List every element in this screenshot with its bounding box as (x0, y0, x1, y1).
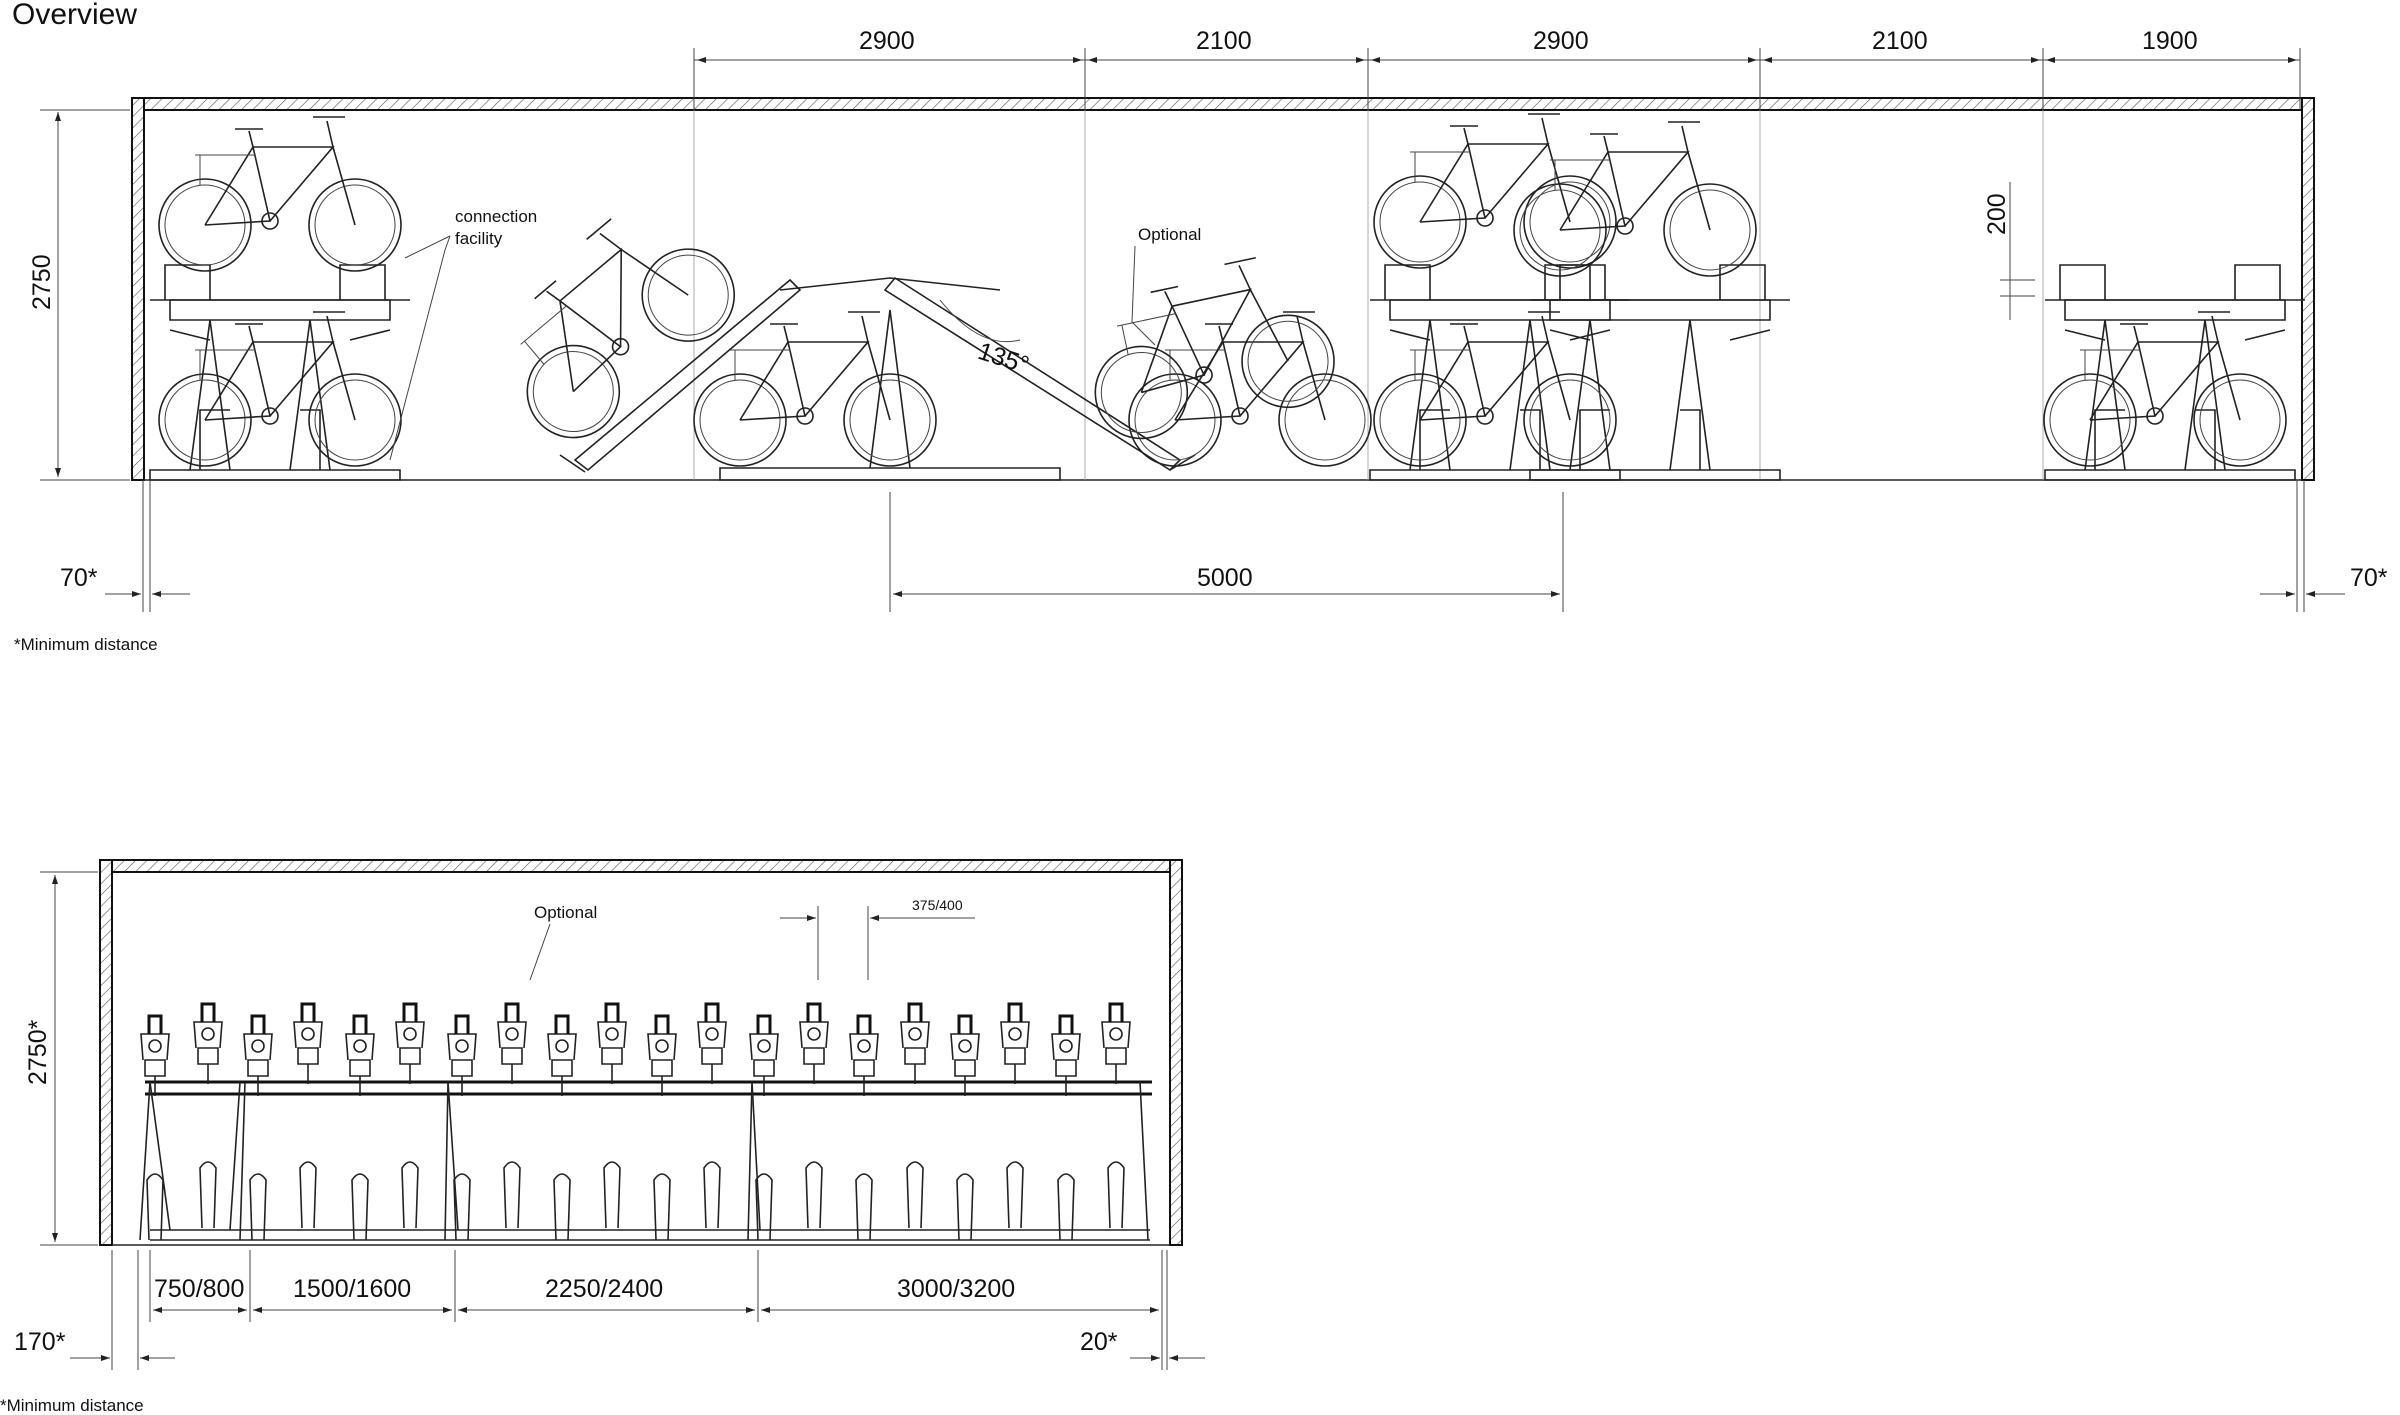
length-dim-1: 750/800 (154, 1275, 244, 1303)
left-min-dim-bottom: 170* (14, 1328, 66, 1356)
ceiling-hatch (139, 97, 2305, 111)
callout-connection-facility-line2: facility (455, 229, 503, 248)
span-dim-1: 2900 (859, 27, 915, 55)
rack-center-tilted: 135° (559, 276, 1196, 481)
span-dim-3: 2900 (1533, 27, 1589, 55)
span-dimension-chain (693, 48, 2301, 110)
left-min-dim: 70* (60, 564, 98, 592)
callout-optional-top: Optional (1138, 225, 1201, 244)
callout-optional-leader-top (1131, 245, 1156, 346)
side-view-section: 135° connection facility Optional (14, 27, 2388, 654)
rack-right (2044, 264, 2306, 481)
rack-center-right (1369, 264, 1631, 481)
span-dim-4: 2100 (1872, 27, 1928, 55)
right-min-dim: 70* (2350, 564, 2388, 592)
length-dim-2: 1500/1600 (293, 1275, 411, 1303)
height-dim-bottom: 2750* (24, 1019, 52, 1085)
callout-optional-bottom: Optional (534, 903, 597, 922)
height-dim: 2750 (28, 254, 56, 310)
rack-frame-front (139, 1080, 1152, 1241)
footnote-bottom: *Minimum distance (0, 1396, 144, 1415)
left-wall (131, 97, 145, 481)
rack-left (149, 264, 411, 481)
ceiling-hatch-bottom (99, 859, 1183, 873)
length-dimension-chain (149, 1250, 1168, 1370)
left-wall-bottom (99, 859, 113, 1246)
callout-connection-leader (389, 235, 451, 461)
angle-label: 135° (975, 337, 1033, 380)
span-dim-2: 2100 (1196, 27, 1252, 55)
front-view-section: Optional 375/400 2750* 750/800 1500/1600… (0, 859, 1205, 1415)
rack-center-right-2 (1529, 264, 1791, 481)
right-min-dim-bottom: 20* (1080, 1328, 1118, 1356)
callout-connection-facility-line1: connection (455, 207, 537, 226)
right-wall (2301, 97, 2315, 481)
span-dim-5: 1900 (2142, 27, 2198, 55)
gap-dim: 200 (1983, 193, 2011, 235)
pitch-dim: 375/400 (912, 897, 963, 913)
length-dim-4: 3000/3200 (897, 1275, 1015, 1303)
length-dim-3: 2250/2400 (545, 1275, 663, 1303)
span-guides (693, 98, 2044, 480)
lower-stands (146, 1161, 1125, 1241)
module-dim: 5000 (1197, 564, 1253, 592)
callout-optional-leader-bottom (529, 923, 551, 981)
right-wall-bottom (1169, 859, 1183, 1246)
footnote-top: *Minimum distance (14, 635, 158, 654)
bikes-side-view (158, 113, 2287, 467)
drawing-title: Overview (12, 0, 137, 31)
